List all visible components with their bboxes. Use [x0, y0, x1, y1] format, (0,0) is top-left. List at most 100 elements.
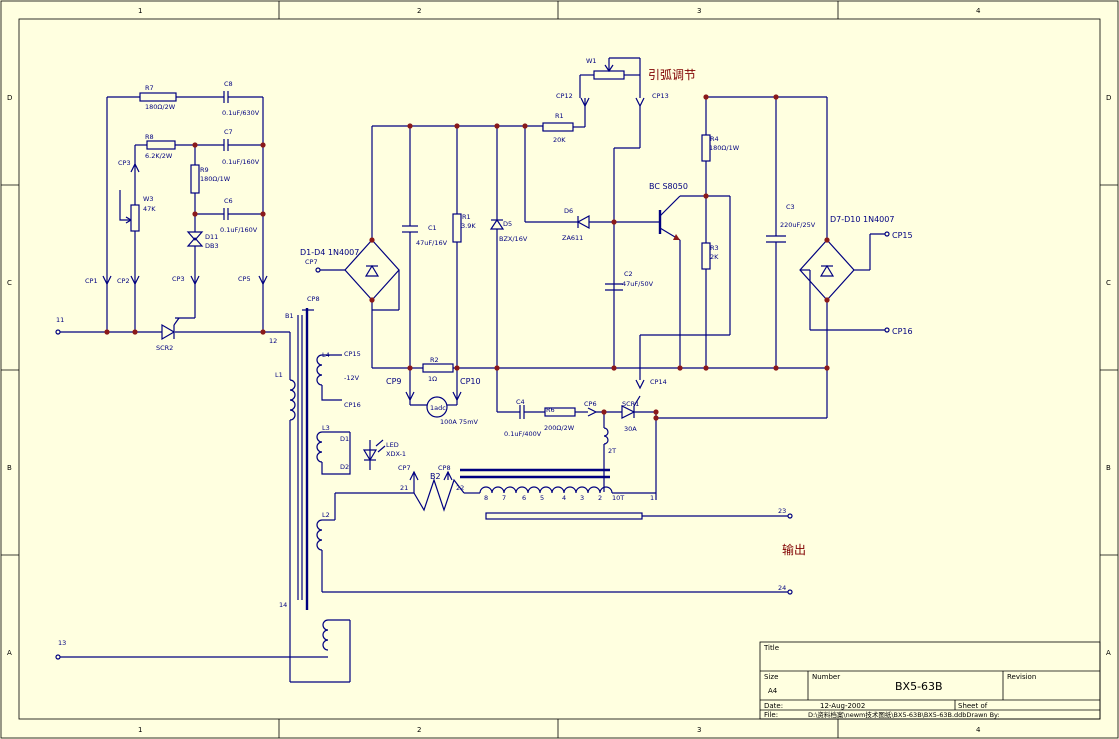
- label-d1: D1: [340, 435, 349, 443]
- pin-21: 21: [400, 484, 408, 492]
- file-label: File:: [764, 711, 778, 719]
- date-label: Date:: [764, 702, 783, 710]
- title-label: Title: [763, 644, 779, 652]
- pin-7: 7: [502, 494, 506, 502]
- label-cp16: CP16: [892, 327, 913, 336]
- diac-d11: [186, 231, 204, 247]
- revision-label: Revision: [1007, 673, 1036, 681]
- value-c2: 47uF/50V: [622, 280, 654, 288]
- label-c3: C3: [786, 203, 795, 211]
- value-c8: 0.1uF/630V: [222, 109, 260, 117]
- label-scr2: SCR2: [156, 344, 173, 352]
- zone-row-d-left: D: [7, 94, 12, 102]
- shunt-bar: [485, 512, 643, 520]
- value-c3: 220uF/25V: [780, 221, 816, 229]
- label-w3: W3: [143, 195, 154, 203]
- title-block: [759, 641, 1101, 720]
- label-cp2: CP2: [117, 277, 130, 285]
- pin-1: 1: [650, 494, 654, 502]
- pin-3: 3: [580, 494, 584, 502]
- resistor-r1-20k: [542, 122, 574, 132]
- label-cp3: CP3: [172, 275, 185, 283]
- label-l1: L1: [275, 371, 283, 379]
- label-cp9: CP9: [386, 377, 402, 386]
- pin-11: 11: [56, 316, 64, 324]
- value-r4: 180Ω/1W: [709, 144, 740, 152]
- transformer-b1: [55, 308, 793, 683]
- label-r2: R2: [430, 356, 439, 364]
- zone-col-2-top: 2: [417, 7, 421, 15]
- label-meter: 1adc: [430, 404, 446, 412]
- label-c8: C8: [224, 80, 233, 88]
- label-cp1: CP1: [85, 277, 98, 285]
- pin-13: 13: [58, 639, 66, 647]
- label-d5: D5: [503, 220, 512, 228]
- zone-col-4-bottom: 4: [976, 726, 981, 734]
- pin-14: 14: [279, 601, 287, 609]
- label-bridge-right: D7-D10 1N4007: [830, 215, 894, 224]
- size-value: A4: [768, 687, 778, 695]
- label-d11: D11: [205, 233, 218, 241]
- inner-frame: [18, 18, 1101, 720]
- label-cp13: CP13: [652, 92, 669, 100]
- zone-row-c-right: C: [1106, 279, 1111, 287]
- size-label: Size: [764, 673, 778, 681]
- pin-22: 22: [456, 484, 464, 492]
- resistor-r1-3k9: [452, 213, 462, 243]
- label-r7: R7: [145, 84, 154, 92]
- label-r4: R4: [710, 135, 719, 143]
- label-led-part: XDX-1: [386, 450, 406, 458]
- value-r3: 2K: [710, 253, 719, 261]
- value-r6: 200Ω/2W: [544, 424, 575, 432]
- label-r1b: R1: [462, 213, 471, 221]
- pin-8: 8: [484, 494, 488, 502]
- label-led: LED: [386, 441, 399, 449]
- potentiometer-w3: [130, 204, 140, 232]
- label-output: 输出: [782, 542, 806, 557]
- pin-2: 2: [598, 494, 602, 502]
- resistor-r7: [139, 92, 177, 102]
- value-c1: 47uF/16V: [416, 239, 448, 247]
- label-r6: R6: [546, 406, 555, 414]
- label-cp10: CP10: [460, 377, 481, 386]
- number-label: Number: [812, 673, 840, 681]
- label-cp8-b2: CP8: [438, 464, 451, 472]
- pin-5: 5: [540, 494, 544, 502]
- resistor-r2: [422, 363, 454, 373]
- label-cp3-top: CP3: [118, 159, 131, 167]
- value-c6: 0.1uF/160V: [220, 226, 258, 234]
- value-meter: 100A 75mV: [440, 418, 479, 426]
- sheet-label: Sheet of: [958, 702, 988, 710]
- label-scr1: SCR1: [622, 400, 639, 408]
- label-l3: L3: [322, 424, 330, 432]
- label-c4: C4: [516, 398, 525, 406]
- value-c4: 0.1uF/400V: [504, 430, 542, 438]
- label-b1: B1: [285, 312, 294, 320]
- label-bridge-left: D1-D4 1N4007: [300, 248, 359, 257]
- pin-24: 24: [778, 584, 786, 592]
- label-r3: R3: [710, 244, 719, 252]
- value-c7: 0.1uF/160V: [222, 158, 260, 166]
- label-d6: D6: [564, 207, 573, 215]
- zone-row-a-right: A: [1106, 649, 1111, 657]
- pin-12: 12: [269, 337, 277, 345]
- zone-col-1-top: 1: [138, 7, 142, 15]
- zone-col-1-bottom: 1: [138, 726, 142, 734]
- label-c6: C6: [224, 197, 233, 205]
- label-l4: L4: [322, 351, 330, 359]
- pin-6: 6: [522, 494, 526, 502]
- label-cp8: CP8: [307, 295, 320, 303]
- value-r7: 180Ω/2W: [145, 103, 176, 111]
- number-value: BX5-63B: [895, 680, 943, 693]
- label-cp15-b1: CP15: [344, 350, 361, 358]
- label-10t: 10T: [612, 494, 624, 502]
- label-b2: B2: [430, 472, 441, 481]
- label-cp7: CP7: [305, 258, 318, 266]
- resistor-r3: [701, 242, 711, 270]
- pin-23: 23: [778, 507, 786, 515]
- value-d11: DB3: [205, 242, 219, 250]
- zone-col-2-bottom: 2: [417, 726, 421, 734]
- value-r9: 180Ω/1W: [200, 175, 231, 183]
- potentiometer-w1: [593, 70, 625, 80]
